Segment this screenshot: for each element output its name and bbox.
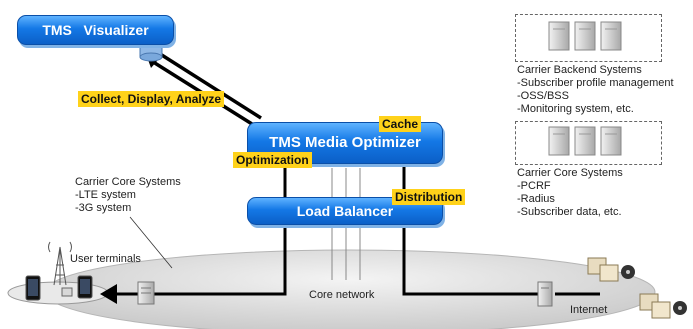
core-systems-right-item-3: -Subscriber data, etc. <box>517 206 622 218</box>
user-terminal-platform <box>7 281 109 305</box>
core-network-label: Core network <box>309 289 375 301</box>
core-systems-left-title: Carrier Core Systems <box>75 176 181 188</box>
antenna-tower-icon <box>48 241 72 286</box>
core-systems-leader-line <box>129 216 173 269</box>
backend-systems-frame <box>515 14 662 62</box>
core-systems-left-item-1: -LTE system <box>75 189 136 201</box>
core-systems-right-item-1: -PCRF <box>517 180 551 192</box>
backend-systems-title: Carrier Backend Systems <box>517 64 642 76</box>
internet-label: Internet <box>570 304 608 316</box>
tms-visualizer-label: TMS Visualizer <box>42 22 149 38</box>
cache-tag: Cache <box>379 116 422 132</box>
core-gateway-device <box>137 281 155 305</box>
tms-media-optimizer-label: TMS Media Optimizer <box>269 134 421 151</box>
backend-systems-item-2: -OSS/BSS <box>517 90 569 102</box>
user-terminal-tablet-icon <box>77 275 93 299</box>
terminal-arrowhead <box>100 284 117 304</box>
core-systems-right-title: Carrier Core Systems <box>517 167 623 179</box>
user-terminal-phone-icon <box>25 275 41 301</box>
core-servers-icon <box>548 126 622 156</box>
optimization-tag: Optimization <box>233 152 312 168</box>
tms-visualizer-box: TMS Visualizer <box>17 15 174 45</box>
internet-gateway-device <box>537 281 553 307</box>
core-systems-right-item-2: -Radius <box>517 193 555 205</box>
user-terminals-label: User terminals <box>70 253 141 265</box>
backend-systems-item-3: -Monitoring system, etc. <box>517 103 634 115</box>
collect-arrow <box>149 50 262 126</box>
core-systems-frame <box>515 121 662 165</box>
user-terminal-small-device-icon <box>61 287 73 297</box>
core-systems-left-item-2: -3G system <box>75 202 132 214</box>
backend-systems-item-1: -Subscriber profile management <box>517 77 674 89</box>
distribution-tag: Distribution <box>392 189 466 205</box>
backend-servers-icon <box>548 21 622 51</box>
internet-content-servers-icon <box>587 257 687 319</box>
load-balancer-label: Load Balancer <box>296 203 394 219</box>
collect-display-analyze-tag: Collect, Display, Analyze <box>78 91 225 107</box>
